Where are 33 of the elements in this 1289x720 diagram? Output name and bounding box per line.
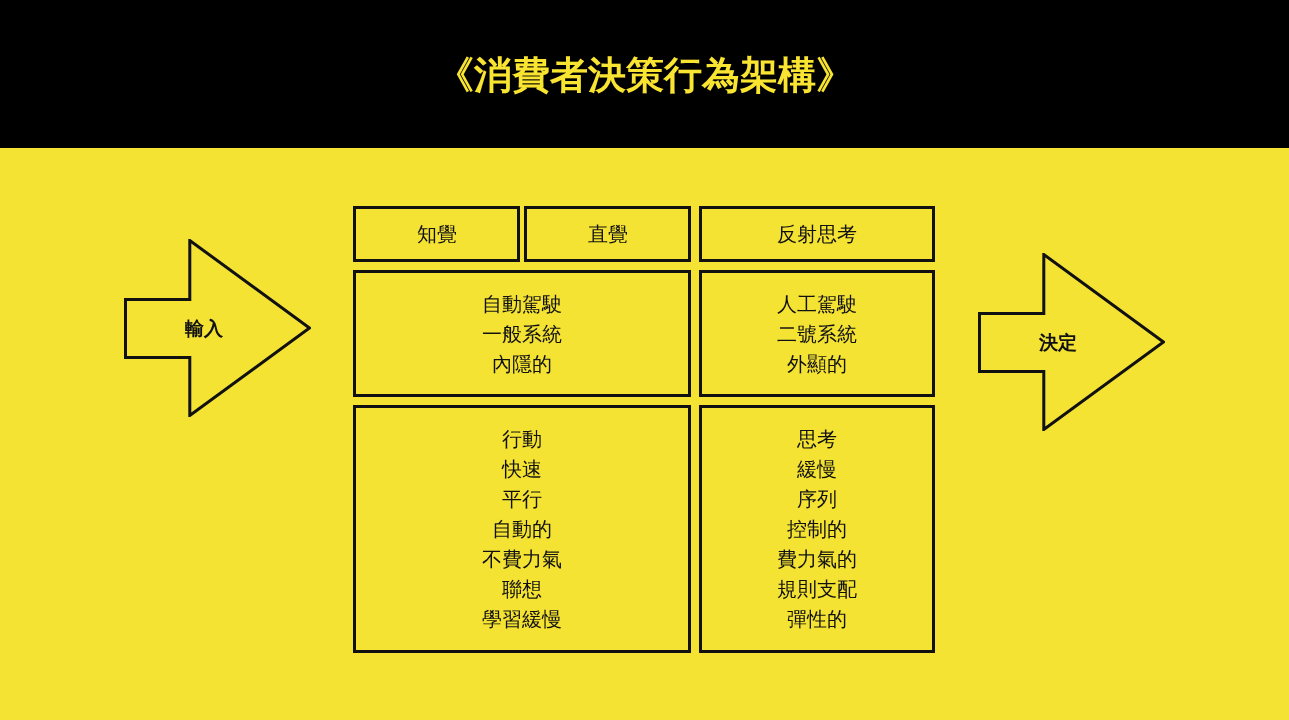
category-panel <box>353 206 520 262</box>
trait-text: 規則支配 <box>777 576 857 603</box>
heading-text: 直覺 <box>587 221 628 248</box>
trait-panel <box>353 270 691 397</box>
trait-text: 內隱的 <box>492 350 552 378</box>
trait-text: 人工駕駛 <box>777 290 857 318</box>
trait-text: 學習緩慢 <box>482 606 562 633</box>
arrow-label: 決定 <box>1039 330 1078 355</box>
trait-text: 費力氣的 <box>777 546 857 573</box>
title-text: 《消費者決策行為架構》 <box>435 52 854 99</box>
trait-text: 行動 <box>502 426 542 453</box>
heading-text: 知覺 <box>416 221 457 248</box>
heading-text: 反射思考 <box>777 221 857 248</box>
category-panel <box>524 206 691 262</box>
trait-text: 彈性的 <box>787 606 847 633</box>
trait-panel <box>699 405 935 653</box>
trait-text: 一般系統 <box>482 320 562 348</box>
trait-text: 序列 <box>797 486 837 513</box>
trait-panel <box>699 270 935 397</box>
arrow-label: 輸入 <box>185 316 224 341</box>
trait-text: 控制的 <box>787 516 847 543</box>
trait-text: 平行 <box>502 486 542 513</box>
trait-text: 聯想 <box>502 576 542 603</box>
trait-text: 自動的 <box>492 516 552 543</box>
trait-text: 自動駕駛 <box>482 290 562 318</box>
category-panel <box>699 206 935 262</box>
trait-text: 不費力氣 <box>482 546 562 573</box>
trait-panel <box>353 405 691 653</box>
trait-text: 思考 <box>797 426 837 453</box>
trait-text: 緩慢 <box>797 456 837 483</box>
trait-text: 二號系統 <box>777 320 857 348</box>
trait-text: 外顯的 <box>787 350 847 378</box>
trait-text: 快速 <box>502 456 542 483</box>
